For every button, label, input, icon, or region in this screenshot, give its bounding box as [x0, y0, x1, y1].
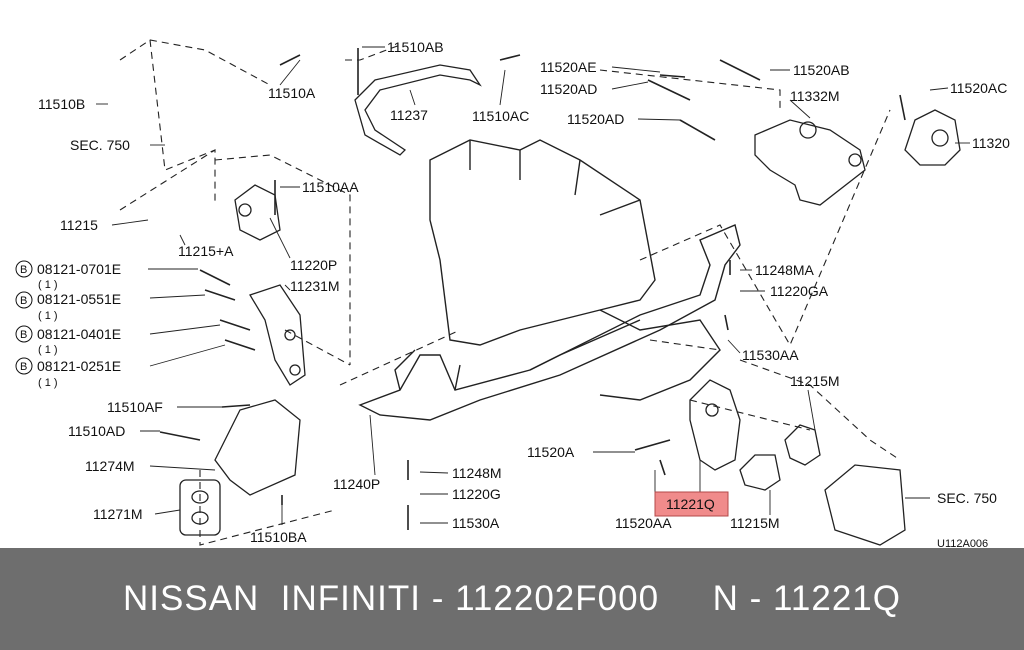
highlight-box: [655, 492, 728, 516]
label-11271m: 11271M: [93, 506, 143, 522]
engine-block: [429, 139, 721, 401]
label-bolt-0551: 08121-0551E: [37, 291, 121, 307]
mount-11320: [904, 109, 961, 166]
label-bolt-0701: 08121-0701E: [37, 261, 121, 277]
label-11320: 11320: [972, 135, 1010, 151]
mount-11221q: [689, 379, 741, 471]
label-11248ma: 11248MA: [755, 262, 815, 278]
label-sec750-left: SEC. 750: [70, 137, 130, 153]
stopper-11215m: [739, 424, 821, 491]
label-11510ab: 11510AB: [387, 39, 444, 55]
label-11510af: 11510AF: [107, 399, 163, 415]
label-11215a: 11215+A: [178, 243, 234, 259]
parts-diagram: B B B B 11510B SEC. 750 11510A 11510AB 1…: [15, 39, 1010, 548]
label-bolt-0701-qty: ( 1 ): [38, 279, 58, 291]
dashed-outline: [119, 39, 901, 546]
label-bolt-0401: 08121-0401E: [37, 326, 121, 342]
label-11220p: 11220P: [290, 257, 337, 273]
label-bolt-0551-qty: ( 1 ): [38, 310, 58, 322]
diagram-code: U112A006: [937, 538, 988, 548]
label-11215: 11215: [60, 217, 98, 233]
bracket-11332m: [754, 119, 866, 206]
label-11215m-lower: 11215M: [730, 515, 780, 531]
b-marker-label: B: [20, 264, 27, 276]
label-11237: 11237: [390, 107, 428, 123]
label-sec750-right: SEC. 750: [937, 490, 997, 506]
label-bolt-0251-qty: ( 1 ): [38, 377, 58, 389]
bracket-sec750: [824, 464, 906, 546]
b-marker-label: B: [20, 329, 27, 341]
label-11510ba: 11510BA: [250, 529, 307, 545]
label-11520ae: 11520AE: [540, 59, 597, 75]
label-11520ad-1: 11520AD: [540, 81, 597, 97]
label-11520a: 11520A: [527, 444, 575, 460]
label-11231m: 11231M: [290, 278, 340, 294]
label-11248m: 11248M: [452, 465, 502, 481]
insulator-11271m: [179, 479, 221, 536]
label-11240p: 11240P: [333, 476, 380, 492]
label-11332m: 11332M: [790, 88, 840, 104]
highlight-border: [654, 491, 729, 517]
part-number-text: NISSAN INFINITI - 112202F000 N - 11221Q: [123, 579, 901, 618]
bar-11237: [354, 64, 482, 156]
label-bolt-0251: 08121-0251E: [37, 358, 121, 374]
label-11510b: 11510B: [38, 96, 85, 112]
mount-11220p: [234, 184, 281, 241]
label-11220ga: 11220GA: [770, 283, 829, 299]
b-marker-label: B: [20, 361, 27, 373]
b-markers: [15, 260, 33, 375]
label-bolt-0401-qty: ( 1 ): [38, 344, 58, 356]
label-11274m: 11274M: [85, 458, 135, 474]
label-11520ad-2: 11520AD: [567, 111, 624, 127]
label-11510aa: 11510AA: [302, 179, 359, 195]
bracket-11274m: [214, 399, 301, 496]
label-11520ab: 11520AB: [793, 62, 850, 78]
label-11221q: 11221Q: [666, 496, 715, 512]
label-11530aa: 11530AA: [742, 347, 799, 363]
leader-lines: [96, 46, 970, 525]
bolts: [159, 48, 906, 530]
label-11520aa: 11520AA: [615, 515, 672, 531]
label-11220g: 11220G: [452, 486, 501, 502]
b-marker-label: B: [20, 295, 27, 307]
label-11510a: 11510A: [268, 85, 316, 101]
label-11215m-upper: 11215M: [790, 373, 840, 389]
cross-member: [358, 224, 741, 421]
label-11510ac: 11510AC: [472, 108, 529, 124]
label-11510ad: 11510AD: [68, 423, 125, 439]
part-number-banner: NISSAN INFINITI - 112202F000 N - 11221Q: [0, 548, 1024, 650]
label-11530a: 11530A: [452, 515, 500, 531]
label-11520ac: 11520AC: [950, 80, 1007, 96]
bracket-11231m: [249, 284, 306, 386]
